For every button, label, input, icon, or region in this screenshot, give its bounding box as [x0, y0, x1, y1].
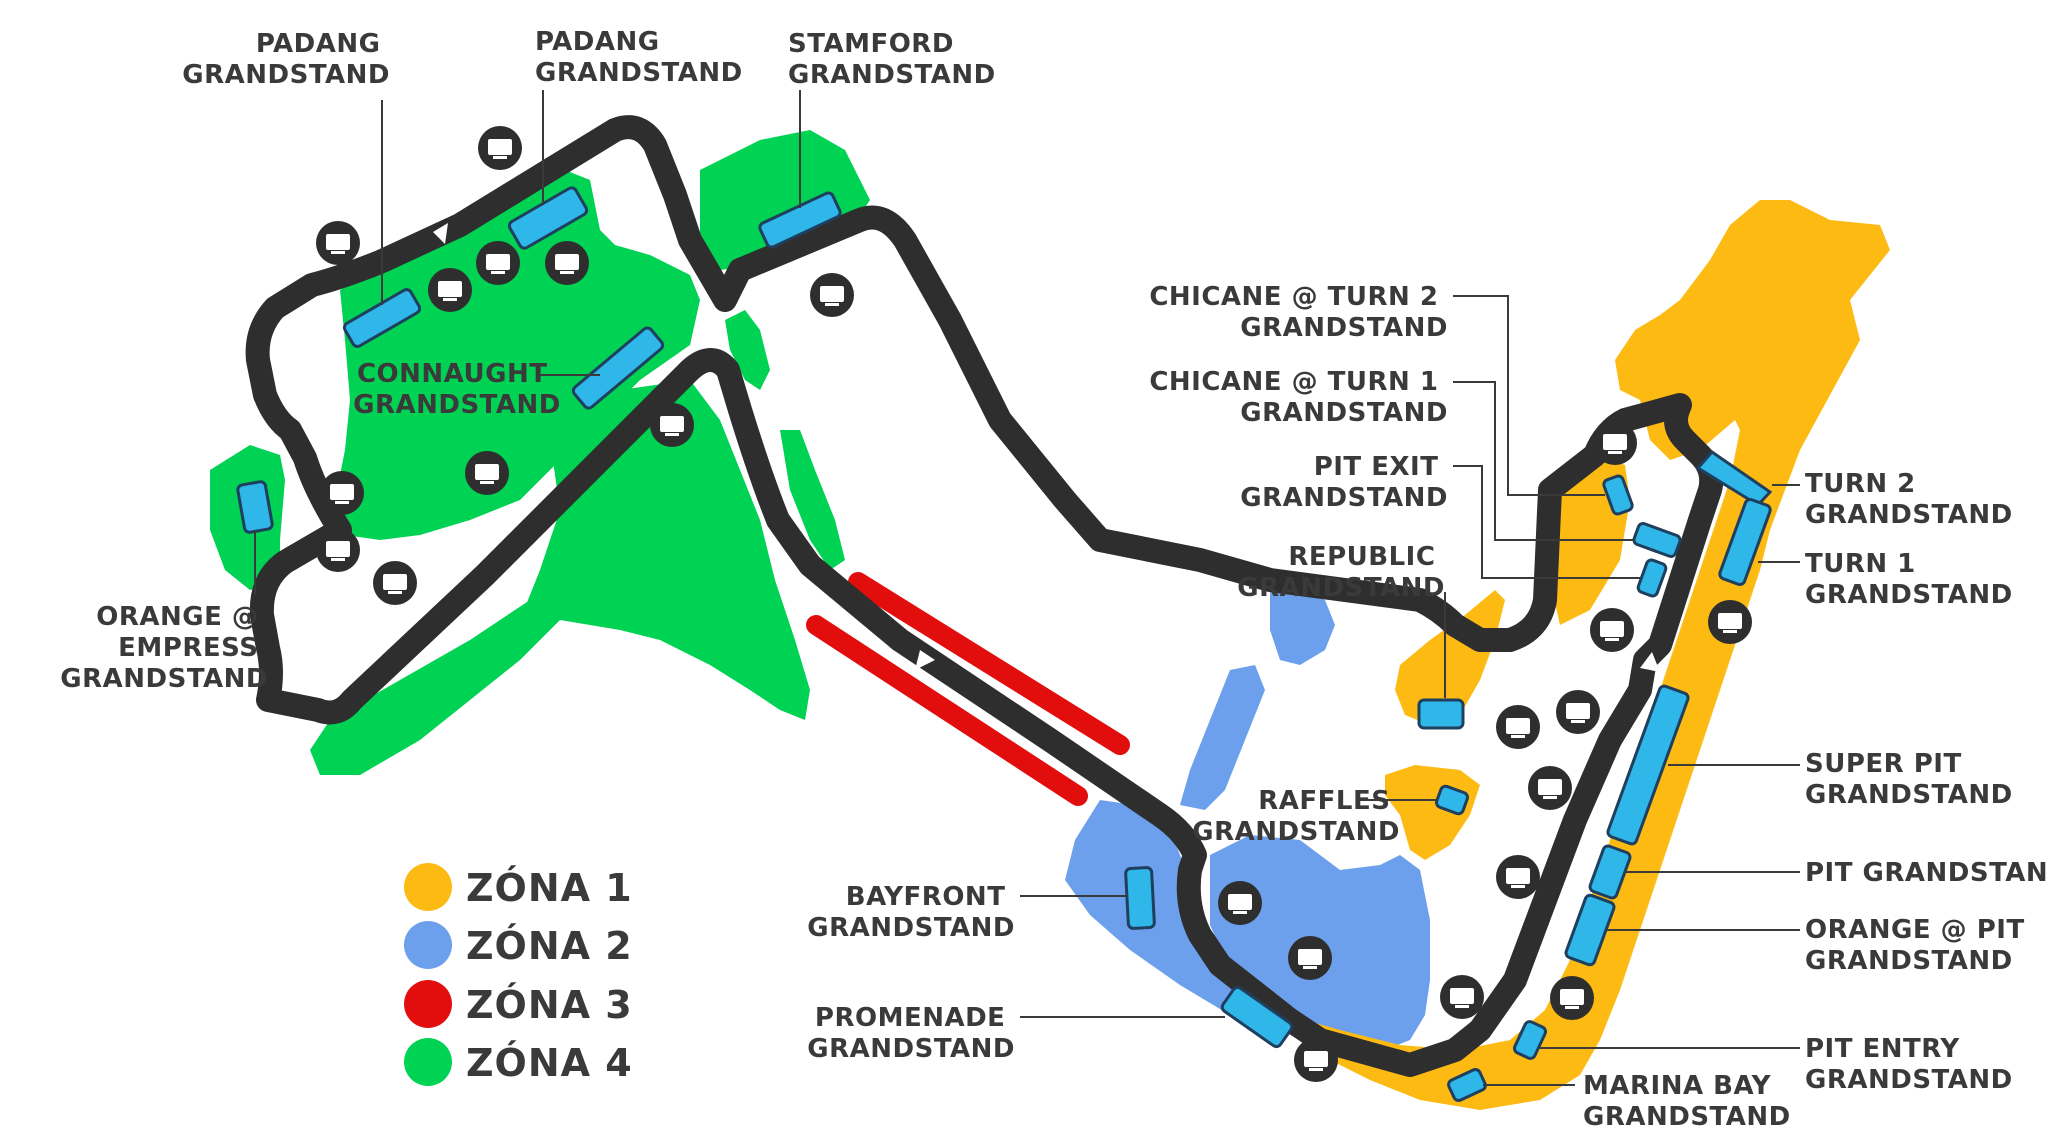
legend-swatch-zone2 — [404, 921, 452, 969]
tv-screen-icon — [1556, 690, 1600, 734]
tv-screen-icon — [373, 561, 417, 605]
zone4-padang-area[interactable] — [335, 168, 700, 540]
legend-item-zone4[interactable]: ZÓNA 4 — [404, 1038, 633, 1086]
screen-icons — [316, 126, 1752, 1082]
grandstand-block-chicane-turn2[interactable] — [1602, 474, 1634, 516]
leader-lines — [254, 90, 1800, 1086]
zone4-areas — [210, 130, 870, 775]
tv-screen-icon — [478, 126, 522, 170]
label-promenade: PROMENADE GRANDSTAND — [807, 1003, 1015, 1064]
legend-item-zone1[interactable]: ZÓNA 1 — [404, 863, 633, 911]
tv-screen-icon — [476, 241, 520, 285]
label-turn2: TURN 2 GRANDSTAND — [1805, 469, 2013, 530]
legend-label-zone3: ZÓNA 3 — [466, 983, 633, 1027]
tv-screen-icon — [1708, 600, 1752, 644]
legend-item-zone3[interactable]: ZÓNA 3 — [404, 980, 633, 1028]
tv-screen-icon — [320, 471, 364, 515]
direction-arrow-icon — [433, 223, 448, 244]
label-marina-bay: MARINA BAY GRANDSTAND — [1583, 1071, 1791, 1132]
grandstand-block-marina-bay[interactable] — [1447, 1067, 1487, 1103]
zone1-republic-area[interactable] — [1395, 590, 1505, 725]
grandstand-block-padang-1[interactable] — [342, 288, 422, 349]
direction-arrow-icon — [1195, 600, 1210, 620]
label-chicane-turn2: CHICANE @ TURN 2 GRANDSTAND — [1149, 282, 1448, 343]
label-orange-empress: ORANGE @ EMPRESS GRANDSTAND — [60, 602, 268, 694]
label-connaught: CONNAUGHT GRANDSTAND — [353, 359, 561, 420]
grandstand-block-pit[interactable] — [1588, 844, 1632, 900]
zone2-strip-1[interactable] — [1180, 665, 1265, 810]
grandstand-block-stamford[interactable] — [758, 191, 842, 249]
legend-swatch-zone3 — [404, 980, 452, 1028]
zone2-bayfront-area[interactable] — [1065, 800, 1290, 1030]
label-orange-pit: ORANGE @ PIT GRANDSTAND — [1805, 915, 2034, 976]
grandstand-labels: PADANG GRANDSTAND PADANG GRANDSTAND STAM… — [60, 27, 2049, 1132]
legend-swatch-zone1 — [404, 863, 452, 911]
grandstand-block-promenade[interactable] — [1220, 985, 1294, 1049]
label-turn1: TURN 1 GRANDSTAND — [1805, 549, 2013, 610]
grandstand-block-turn1[interactable] — [1718, 497, 1772, 587]
grandstand-block-padang-2[interactable] — [507, 186, 589, 250]
label-pit-entry: PIT ENTRY GRANDSTAND — [1805, 1034, 2013, 1095]
tv-screen-icon — [1550, 976, 1594, 1020]
grandstand-block-turn2[interactable] — [1695, 450, 1773, 507]
grandstand-block-bayfront[interactable] — [1124, 866, 1156, 930]
label-stamford: STAMFORD GRANDSTAND — [788, 29, 996, 90]
label-pit: PIT GRANDSTAND — [1805, 858, 2049, 888]
grandstand-block-super-pit[interactable] — [1606, 684, 1690, 846]
tv-screen-icon — [545, 241, 589, 285]
race-track — [245, 115, 1724, 1077]
legend-label-zone2: ZÓNA 2 — [466, 924, 633, 968]
grandstand-block-chicane-turn1[interactable] — [1632, 522, 1682, 558]
legend-item-zone2[interactable]: ZÓNA 2 — [404, 921, 633, 969]
tv-screen-icon — [1218, 881, 1262, 925]
label-bayfront: BAYFRONT GRANDSTAND — [807, 882, 1015, 943]
legend-label-zone4: ZÓNA 4 — [466, 1041, 633, 1085]
tv-screen-icon — [1593, 421, 1637, 465]
zone1-main-strip[interactable] — [1300, 200, 1890, 1110]
tv-screen-icon — [1294, 1038, 1338, 1082]
tv-screen-icon — [1496, 705, 1540, 749]
tv-screen-icon — [465, 451, 509, 495]
label-padang-2: PADANG GRANDSTAND — [535, 27, 743, 88]
tv-screen-icon — [1288, 936, 1332, 980]
zone4-lower-left-area[interactable] — [310, 600, 560, 775]
zone2-strip-2[interactable] — [1270, 585, 1335, 665]
label-pit-exit: PIT EXIT GRANDSTAND — [1240, 452, 1448, 513]
legend-swatch-zone4 — [404, 1038, 452, 1086]
label-republic: REPUBLIC GRANDSTAND — [1237, 542, 1445, 603]
label-super-pit: SUPER PIT GRANDSTAND — [1805, 749, 2013, 810]
label-padang-1: PADANG GRANDSTAND — [182, 29, 390, 90]
zone3-areas — [806, 572, 1130, 806]
zone3-strip-upper[interactable] — [848, 572, 1130, 755]
label-raffles: RAFFLES GRANDSTAND — [1192, 786, 1400, 847]
label-chicane-turn1: CHICANE @ TURN 1 GRANDSTAND — [1149, 367, 1448, 428]
grandstand-blocks — [236, 186, 1773, 1103]
grandstand-block-pit-entry[interactable] — [1512, 1020, 1548, 1060]
direction-arrow-icon — [915, 650, 935, 670]
tv-screen-icon — [316, 528, 360, 572]
tv-screen-icon — [316, 221, 360, 265]
tv-screen-icon — [810, 273, 854, 317]
grandstand-block-pit-exit[interactable] — [1636, 558, 1668, 598]
zone4-strip-1[interactable] — [725, 310, 770, 390]
zone3-strip-lower[interactable] — [806, 615, 1088, 806]
legend-label-zone1: ZÓNA 1 — [466, 866, 633, 910]
tv-screen-icon — [1590, 608, 1634, 652]
grandstand-block-orange-empress[interactable] — [236, 480, 274, 534]
grandstand-block-connaught[interactable] — [571, 326, 665, 410]
zone4-strip-2[interactable] — [780, 430, 845, 570]
tv-screen-icon — [650, 403, 694, 447]
grandstand-block-republic[interactable] — [1417, 698, 1465, 730]
legend: ZÓNA 1 ZÓNA 2 ZÓNA 3 ZÓNA 4 — [404, 863, 633, 1086]
grandstand-block-orange-pit[interactable] — [1564, 893, 1616, 967]
grandstand-block-raffles[interactable] — [1434, 784, 1470, 816]
tv-screen-icon — [1528, 766, 1572, 810]
tv-screen-icon — [428, 268, 472, 312]
tv-screen-icon — [1496, 855, 1540, 899]
tv-screen-icon — [1440, 975, 1484, 1019]
direction-arrow-icon — [1640, 652, 1660, 672]
